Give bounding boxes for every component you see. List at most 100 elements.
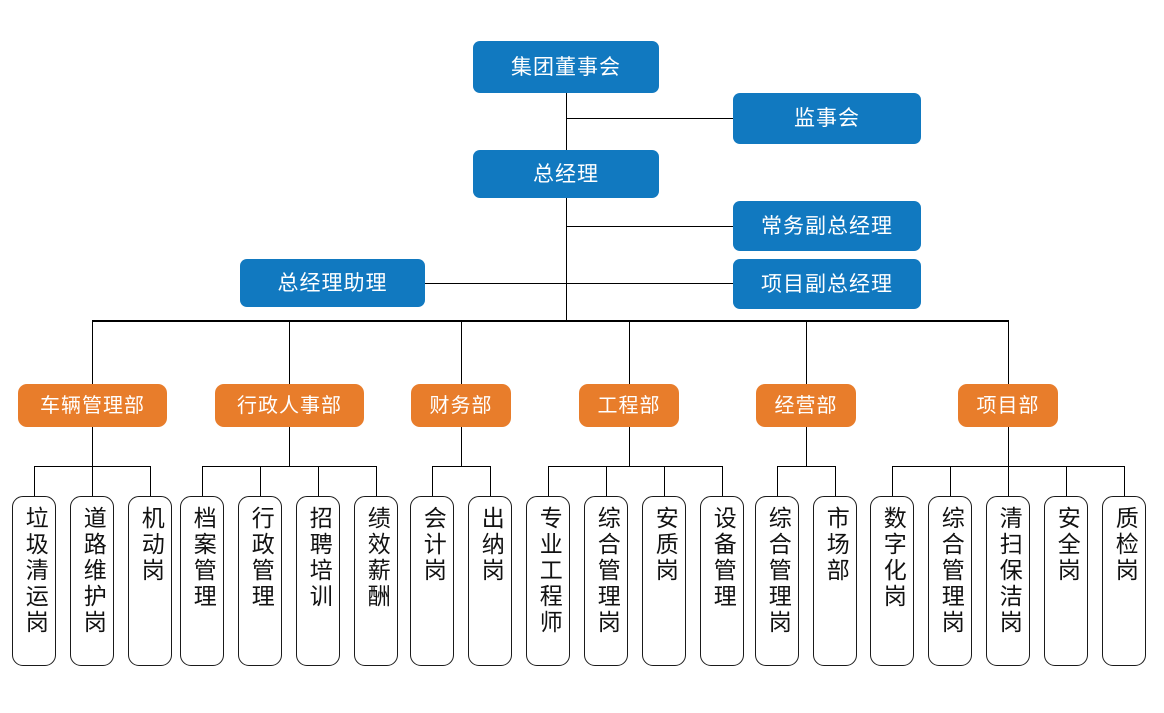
leaf-box[interactable]: 安质岗 bbox=[642, 496, 686, 666]
node-department-engineering[interactable]: 工程部 bbox=[579, 384, 679, 427]
connector-dept-4-child-0 bbox=[777, 466, 778, 497]
leaf-label: 数字化岗 bbox=[879, 506, 906, 610]
connector-dept-1-stem bbox=[289, 427, 290, 466]
connector-dept-5-child-2 bbox=[1008, 466, 1009, 497]
connector-dept-5-stem bbox=[1008, 427, 1009, 466]
connector-dept-3-child-1 bbox=[606, 466, 607, 497]
connector-bus-to-dept-5 bbox=[1008, 320, 1009, 384]
connector-dept-5-child-4 bbox=[1124, 466, 1125, 497]
leaf-box[interactable]: 安全岗 bbox=[1044, 496, 1088, 666]
leaf-box[interactable]: 专业工程师 bbox=[526, 496, 570, 666]
connector-bus-to-dept-2 bbox=[461, 320, 462, 384]
connector-dept-0-stem bbox=[92, 427, 93, 466]
leaf-box[interactable]: 档案管理 bbox=[180, 496, 224, 666]
connector-dept-3-stem bbox=[629, 427, 630, 466]
node-general-manager-label: 总经理 bbox=[533, 161, 599, 186]
leaf-box[interactable]: 招聘培训 bbox=[296, 496, 340, 666]
node-department-project[interactable]: 项目部 bbox=[958, 384, 1058, 427]
leaf-label: 绩效薪酬 bbox=[363, 506, 390, 610]
node-project-deputy-gm[interactable]: 项目副总经理 bbox=[733, 259, 921, 309]
node-department-label: 项目部 bbox=[976, 393, 1040, 417]
leaf-box[interactable]: 行政管理 bbox=[238, 496, 282, 666]
node-supervisory-board[interactable]: 监事会 bbox=[733, 93, 921, 144]
node-gm-assistant-label: 总经理助理 bbox=[277, 270, 388, 295]
node-executive-deputy-gm[interactable]: 常务副总经理 bbox=[733, 201, 921, 251]
connector-dept-3-child-2 bbox=[664, 466, 665, 497]
leaf-box[interactable]: 出纳岗 bbox=[468, 496, 512, 666]
leaf-box[interactable]: 清扫保洁岗 bbox=[986, 496, 1030, 666]
leaf-label: 档案管理 bbox=[189, 506, 216, 610]
node-department-label: 经营部 bbox=[774, 393, 838, 417]
connector-dept-1-bus bbox=[202, 466, 376, 467]
leaf-box[interactable]: 会计岗 bbox=[410, 496, 454, 666]
connector-board-to-gm bbox=[566, 93, 567, 152]
connector-dept-1-child-1 bbox=[260, 466, 261, 497]
leaf-label: 机动岗 bbox=[137, 506, 164, 584]
leaf-box[interactable]: 道路维护岗 bbox=[70, 496, 114, 666]
connector-gm-to-project-deputy bbox=[566, 283, 733, 284]
leaf-box[interactable]: 市场部 bbox=[813, 496, 857, 666]
leaf-label: 招聘培训 bbox=[305, 506, 332, 610]
node-department-label: 车辆管理部 bbox=[40, 393, 145, 417]
connector-bus-to-dept-0 bbox=[92, 320, 93, 384]
node-department-admin-hr[interactable]: 行政人事部 bbox=[215, 384, 364, 427]
leaf-box[interactable]: 质检岗 bbox=[1102, 496, 1146, 666]
connector-dept-1-child-2 bbox=[318, 466, 319, 497]
connector-dept-5-child-3 bbox=[1066, 466, 1067, 497]
connector-board-to-supervisory bbox=[566, 118, 733, 119]
leaf-label: 行政管理 bbox=[247, 506, 274, 610]
node-department-finance[interactable]: 财务部 bbox=[411, 384, 511, 427]
leaf-box[interactable]: 垃圾清运岗 bbox=[12, 496, 56, 666]
leaf-box[interactable]: 综合管理岗 bbox=[584, 496, 628, 666]
connector-bus-to-dept-1 bbox=[289, 320, 290, 384]
leaf-label: 会计岗 bbox=[419, 506, 446, 584]
connector-gm-to-assistant bbox=[424, 283, 566, 284]
connector-dept-0-child-1 bbox=[92, 466, 93, 497]
node-department-vehicle-management[interactable]: 车辆管理部 bbox=[18, 384, 167, 427]
leaf-box[interactable]: 设备管理 bbox=[700, 496, 744, 666]
leaf-box[interactable]: 综合管理岗 bbox=[928, 496, 972, 666]
connector-dept-3-child-0 bbox=[548, 466, 549, 497]
connector-bus-to-dept-3 bbox=[629, 320, 630, 384]
leaf-label: 综合管理岗 bbox=[937, 506, 964, 636]
leaf-label: 设备管理 bbox=[709, 506, 736, 610]
connector-dept-4-child-1 bbox=[835, 466, 836, 497]
leaf-label: 道路维护岗 bbox=[79, 506, 106, 636]
connector-dept-4-bus bbox=[777, 466, 835, 467]
connector-dept-3-child-3 bbox=[722, 466, 723, 497]
leaf-box[interactable]: 综合管理岗 bbox=[755, 496, 799, 666]
leaf-label: 综合管理岗 bbox=[593, 506, 620, 636]
connector-dept-2-stem bbox=[461, 427, 462, 466]
leaf-box[interactable]: 绩效薪酬 bbox=[354, 496, 398, 666]
leaf-box[interactable]: 机动岗 bbox=[128, 496, 172, 666]
node-gm-assistant[interactable]: 总经理助理 bbox=[240, 259, 425, 307]
node-department-label: 行政人事部 bbox=[237, 393, 342, 417]
node-general-manager[interactable]: 总经理 bbox=[473, 150, 659, 198]
connector-dept-1-child-3 bbox=[376, 466, 377, 497]
department-bus bbox=[92, 320, 1009, 322]
node-project-deputy-gm-label: 项目副总经理 bbox=[761, 271, 893, 296]
connector-dept-1-child-0 bbox=[202, 466, 203, 497]
connector-dept-5-child-0 bbox=[892, 466, 893, 497]
connector-gm-to-exec-deputy bbox=[566, 226, 733, 227]
connector-bus-to-dept-4 bbox=[806, 320, 807, 384]
leaf-box[interactable]: 数字化岗 bbox=[870, 496, 914, 666]
connector-dept-0-child-0 bbox=[34, 466, 35, 497]
connector-gm-down bbox=[566, 198, 567, 321]
node-board-label: 集团董事会 bbox=[511, 54, 621, 79]
connector-dept-2-bus bbox=[432, 466, 490, 467]
leaf-label: 专业工程师 bbox=[535, 506, 562, 636]
leaf-label: 质检岗 bbox=[1111, 506, 1138, 584]
node-department-label: 工程部 bbox=[597, 393, 661, 417]
node-board[interactable]: 集团董事会 bbox=[473, 41, 659, 93]
leaf-label: 安质岗 bbox=[651, 506, 678, 584]
leaf-label: 综合管理岗 bbox=[764, 506, 791, 636]
connector-dept-5-child-1 bbox=[950, 466, 951, 497]
connector-dept-3-bus bbox=[548, 466, 722, 467]
leaf-label: 垃圾清运岗 bbox=[21, 506, 48, 636]
node-department-operations[interactable]: 经营部 bbox=[756, 384, 856, 427]
connector-dept-2-child-1 bbox=[490, 466, 491, 497]
node-supervisory-board-label: 监事会 bbox=[794, 106, 860, 131]
node-department-label: 财务部 bbox=[429, 393, 493, 417]
